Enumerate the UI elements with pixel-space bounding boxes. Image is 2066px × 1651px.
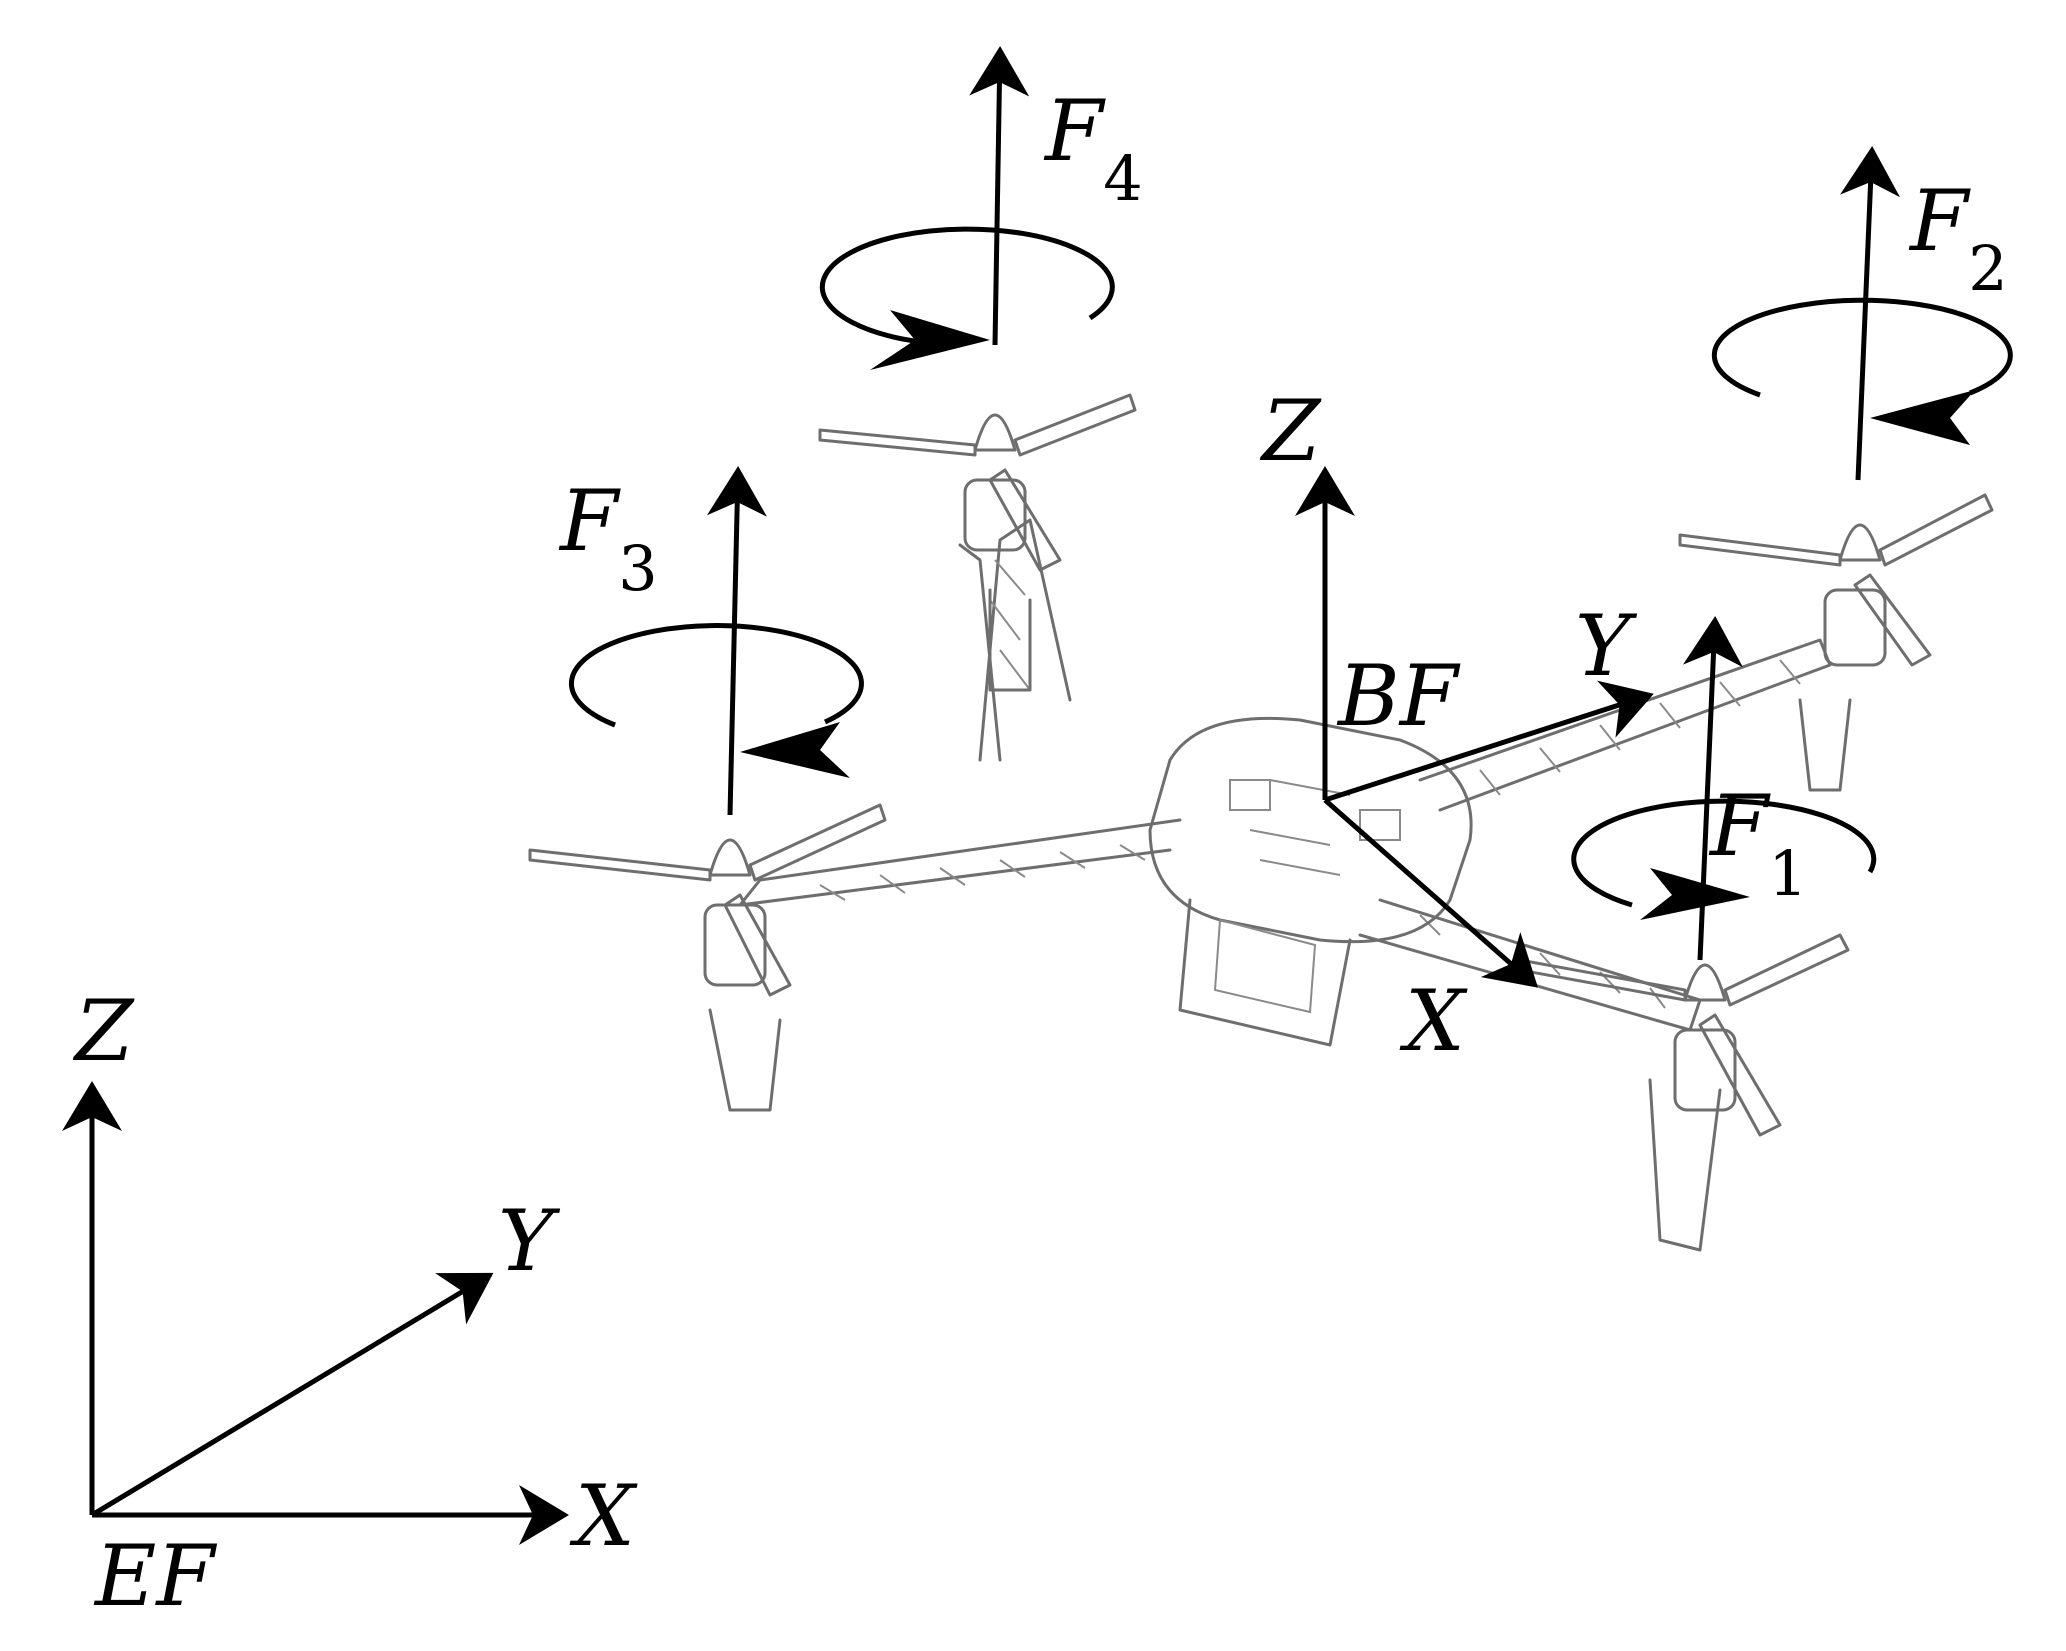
earth-y-label: Y bbox=[498, 1192, 561, 1290]
body-z-label: Z bbox=[1259, 382, 1322, 480]
body-x-label: X bbox=[1399, 972, 1468, 1070]
thrust-f4-arrow bbox=[969, 46, 1030, 346]
rotation-f3-arrowhead bbox=[740, 722, 850, 778]
thrust-f2-arrow bbox=[1840, 146, 1901, 481]
rotation-f2-arrowhead bbox=[1870, 390, 1975, 445]
body-frame-origin-label: BF bbox=[1336, 647, 1461, 745]
rotation-f1-arrowhead bbox=[1640, 868, 1750, 920]
quadcopter-frame bbox=[528, 393, 1994, 1252]
thrust-f3-arrow bbox=[706, 466, 767, 816]
thrust-f1: F1 bbox=[1571, 616, 1877, 961]
earth-y-axis bbox=[90, 1272, 494, 1518]
earth-z-label: Z bbox=[72, 982, 135, 1080]
earth-x-label: X bbox=[569, 1467, 638, 1565]
thrust-f4-label: F4 bbox=[1043, 82, 1143, 215]
body-frame-axes: Z Y X BF bbox=[1259, 382, 1654, 1070]
thrust-f3-label: F3 bbox=[558, 472, 658, 605]
body-y-axis bbox=[1324, 680, 1654, 803]
rotation-f3-arc bbox=[568, 623, 864, 728]
body-y-label: Y bbox=[1575, 597, 1638, 695]
thrust-f2: F2 bbox=[1711, 146, 2013, 481]
thrust-f4: F4 bbox=[819, 46, 1143, 370]
rotation-f4-arrowhead bbox=[870, 310, 990, 370]
thrust-f2-label: F2 bbox=[1908, 172, 2008, 305]
rotation-f4-arc bbox=[819, 226, 1115, 348]
thrust-f3: F3 bbox=[558, 466, 864, 816]
rotation-f2-arc bbox=[1711, 297, 2013, 398]
rotation-f1-arc bbox=[1571, 798, 1877, 908]
earth-frame-axes: Z X Y EF bbox=[62, 982, 638, 1625]
earth-frame-origin-label: EF bbox=[93, 1527, 217, 1625]
thrust-f1-label: F1 bbox=[1708, 777, 1808, 910]
body-x-axis bbox=[1323, 798, 1539, 988]
